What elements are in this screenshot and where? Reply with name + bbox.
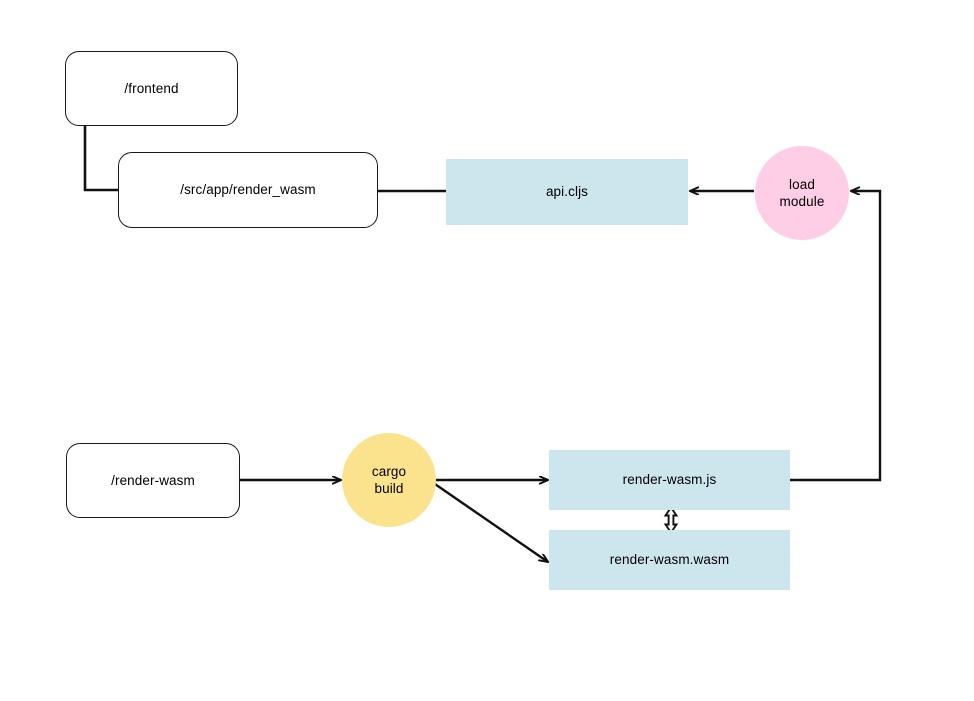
node-cargo-build-label: cargo build	[371, 463, 407, 496]
node-api-cljs-label: api.cljs	[545, 184, 589, 200]
node-load-module[interactable]: load module	[755, 146, 849, 240]
node-render-wasm-wasm[interactable]: render-wasm.wasm	[549, 530, 790, 590]
node-render-wasm-js-label: render-wasm.js	[622, 472, 717, 488]
node-render-wasm-dir-label: /render-wasm	[111, 472, 195, 488]
node-load-module-label: load module	[779, 176, 825, 209]
node-src-app-render-wasm[interactable]: /src/app/render_wasm	[118, 152, 378, 228]
edge-frontend-to-src-app	[83, 124, 120, 192]
node-src-app-render-wasm-label: /src/app/render_wasm	[180, 182, 316, 198]
node-frontend-label: /frontend	[124, 80, 179, 96]
node-frontend[interactable]: /frontend	[65, 51, 238, 126]
node-render-wasm-dir[interactable]: /render-wasm	[66, 443, 240, 518]
node-cargo-build[interactable]: cargo build	[342, 433, 436, 527]
node-render-wasm-js[interactable]: render-wasm.js	[549, 450, 790, 510]
edge-js-wasm-bidirectional-icon	[663, 505, 679, 535]
node-api-cljs[interactable]: api.cljs	[446, 159, 688, 225]
edge-cargo-build-to-render-wasm-wasm	[431, 481, 548, 562]
node-render-wasm-wasm-label: render-wasm.wasm	[609, 552, 730, 568]
